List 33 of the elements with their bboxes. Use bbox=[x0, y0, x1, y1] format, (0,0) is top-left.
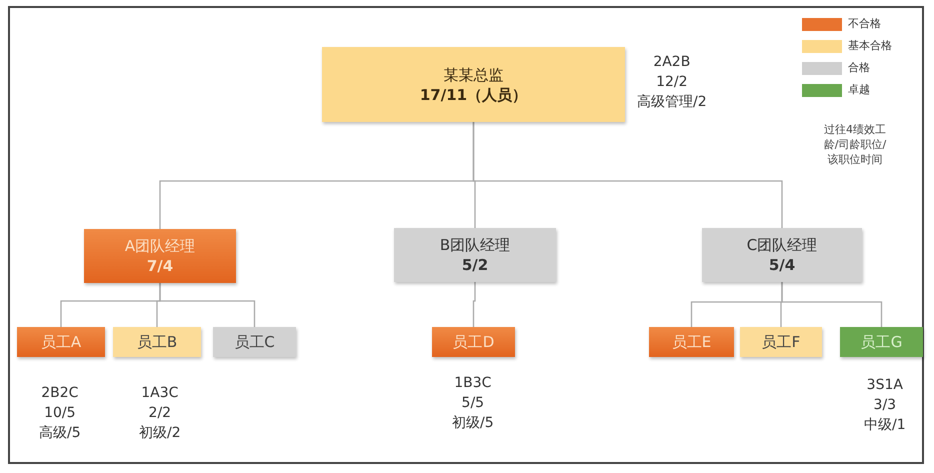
director-box bbox=[322, 47, 625, 122]
employee-box: 员工E bbox=[649, 327, 734, 357]
role-label: C团队经理 bbox=[746, 235, 818, 255]
count-label: 5/2 bbox=[462, 255, 488, 275]
employee-box: 员工C bbox=[213, 327, 296, 357]
employee-box: 员工B bbox=[113, 327, 201, 357]
legend-label: 卓越 bbox=[848, 83, 870, 97]
legend-label: 基本合格 bbox=[848, 39, 892, 53]
employee-box: 员工A bbox=[17, 327, 105, 357]
role-label: A团队经理 bbox=[124, 236, 196, 256]
legend-label: 合格 bbox=[848, 61, 870, 75]
stats-note: 3S1A 3/3 中级/1 bbox=[864, 376, 906, 435]
legend-note: 过往4绩效工龄/司龄职位/该职位时间 bbox=[822, 122, 888, 167]
role-label: B团队经理 bbox=[440, 235, 510, 255]
count-label: 5/4 bbox=[768, 255, 796, 275]
count-label: 17/11（人员） bbox=[420, 84, 528, 104]
stats-note: 2B2C 10/5 高级/5 bbox=[39, 384, 81, 443]
manager-box bbox=[394, 228, 556, 282]
stats-note: 2A2B 12/2 高级管理/2 bbox=[637, 53, 707, 112]
legend-label: 不合格 bbox=[848, 17, 881, 31]
employee-box: 员工D bbox=[432, 327, 515, 357]
connector-line bbox=[472, 122, 783, 228]
connector-line bbox=[781, 282, 882, 327]
stats-note: 1B3C 5/5 初级/5 bbox=[452, 374, 494, 433]
manager-box bbox=[702, 228, 862, 282]
connector-line bbox=[472, 282, 476, 327]
employee-box: 员工F bbox=[740, 327, 822, 357]
manager-box bbox=[84, 229, 236, 283]
role-label: 某某总监 bbox=[444, 64, 504, 84]
connector-line bbox=[159, 283, 256, 327]
employee-box: 员工G bbox=[840, 327, 923, 357]
stats-note: 1A3C 2/2 初级/2 bbox=[139, 384, 181, 443]
count-label: 7/4 bbox=[146, 256, 174, 276]
